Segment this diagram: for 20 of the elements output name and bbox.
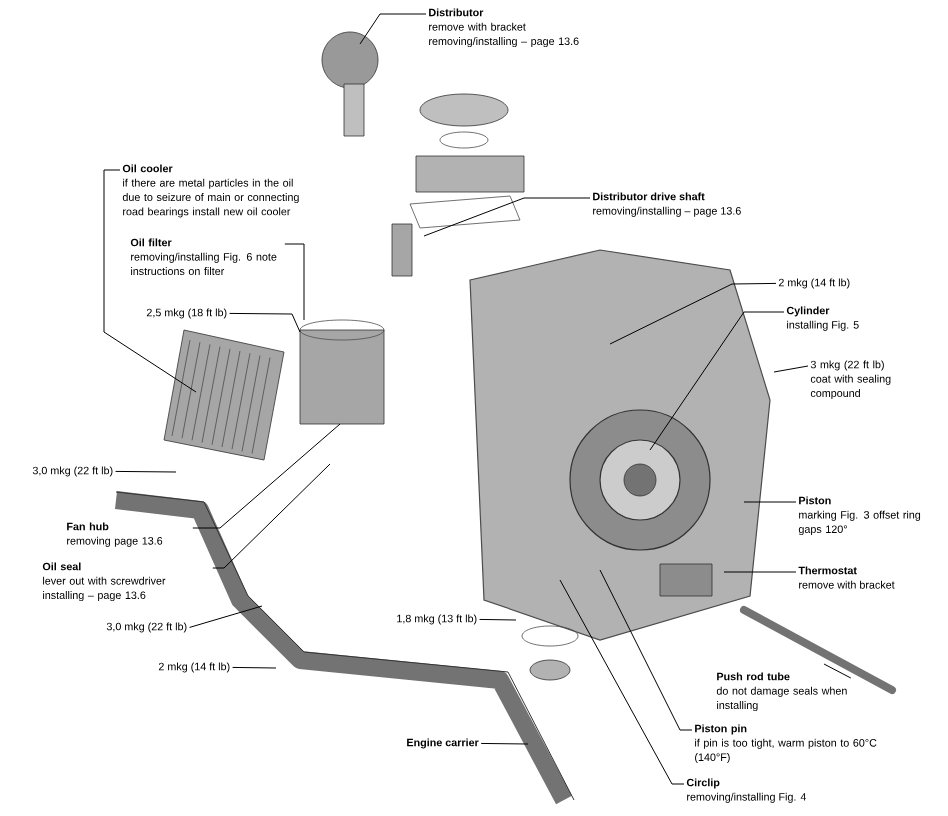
leader-line <box>232 666 277 669</box>
leader-line <box>649 311 785 451</box>
leader-line <box>599 569 693 731</box>
leader-line <box>284 243 305 321</box>
leader-line <box>103 169 197 393</box>
leader-line <box>192 423 341 529</box>
leader-line <box>359 13 427 45</box>
leader-line <box>823 663 852 679</box>
leader-line <box>480 742 529 745</box>
leader-line <box>609 282 777 345</box>
leader-line <box>189 605 263 628</box>
leader-line <box>479 618 517 621</box>
leader-line <box>423 197 591 237</box>
leader-line <box>559 579 685 785</box>
leader-line <box>229 312 301 333</box>
leader-line <box>773 365 809 373</box>
leader-line <box>723 571 797 573</box>
leader-line <box>115 470 177 473</box>
leader-line <box>212 463 331 569</box>
leader-line <box>743 501 797 503</box>
